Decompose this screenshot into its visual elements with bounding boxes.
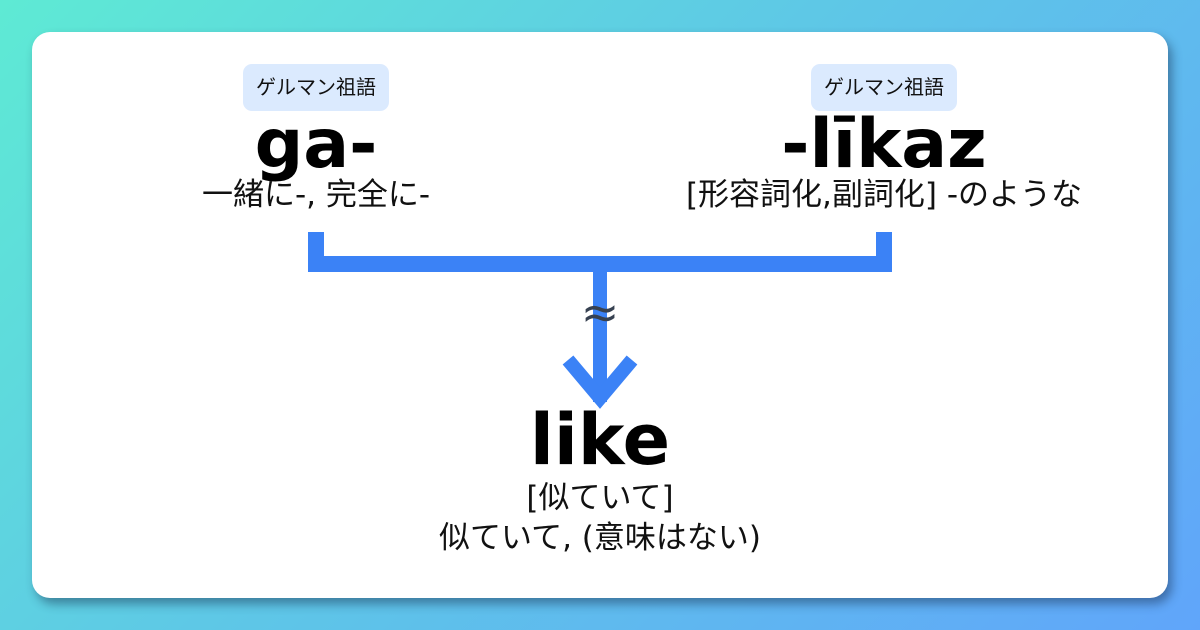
source-morpheme-likaz: ゲルマン祖語 -līkaz [形容詞化,副詞化] -のような xyxy=(604,64,1164,214)
language-badge: ゲルマン祖語 xyxy=(243,64,389,111)
language-badge: ゲルマン祖語 xyxy=(811,64,957,111)
source-morpheme-ga: ゲルマン祖語 ga- 一緒に-, 完全に- xyxy=(36,64,596,214)
result-word: like xyxy=(529,399,671,481)
approx-symbol: ≈ xyxy=(580,285,620,339)
result-meaning-gloss: 似ていて, (意味はない) xyxy=(439,520,761,556)
result-literal-gloss: [似ていて] xyxy=(526,480,674,516)
result-word-like: like [似ていて] 似ていて, (意味はない) xyxy=(320,402,880,558)
source-word: ga- xyxy=(254,105,378,184)
source-gloss: [形容詞化,副詞化] -のような xyxy=(685,177,1083,213)
source-word: -līkaz xyxy=(781,105,987,184)
source-gloss: 一緒に-, 完全に- xyxy=(201,177,431,213)
